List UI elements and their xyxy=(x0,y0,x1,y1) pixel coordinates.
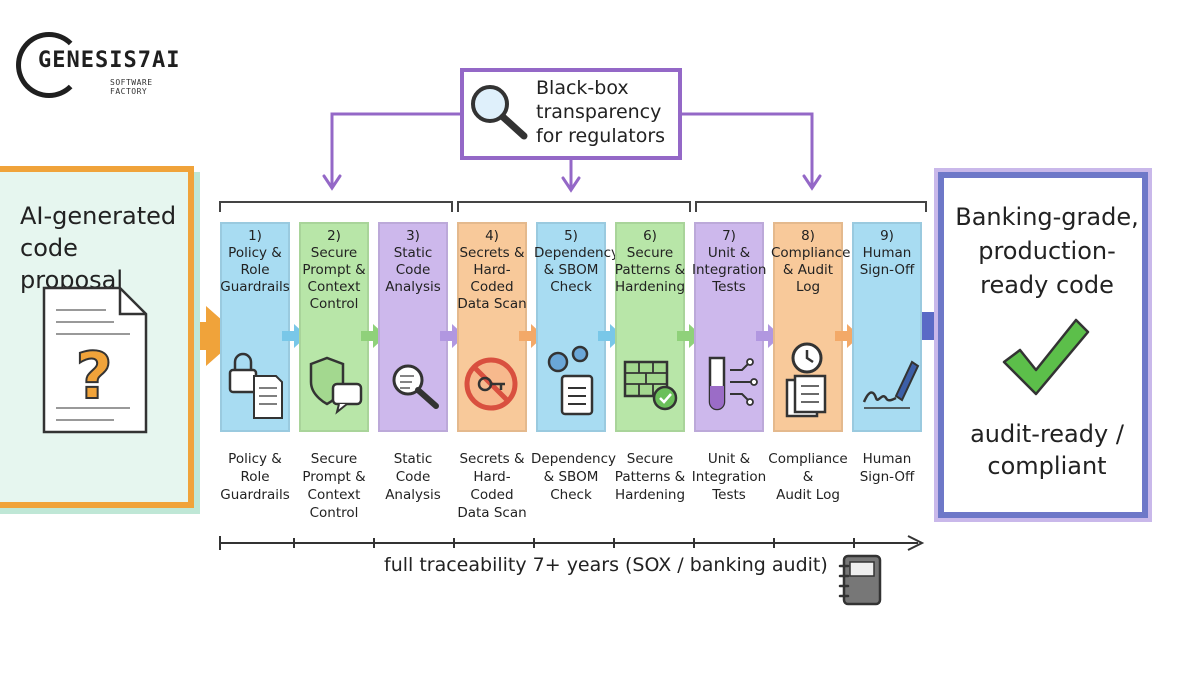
stage-title-2: 2) Secure Prompt & Context Control xyxy=(302,228,366,312)
stage-arrow-1 xyxy=(282,324,307,348)
no-key-icon xyxy=(464,357,518,411)
gears-clipboard-icon xyxy=(547,345,594,416)
stage-label-5: Dependency & SBOM Check xyxy=(531,451,616,503)
stage-arrow-6 xyxy=(677,324,702,348)
logo-ring xyxy=(16,32,82,98)
stage-label-4: Secrets & Hard-Coded Data Scan xyxy=(457,451,527,521)
logo: GENESIS7AI SOFTWARE FACTORY xyxy=(14,30,194,102)
pen-signature-icon xyxy=(862,360,920,409)
test-tube-circuit-icon xyxy=(708,356,758,411)
stage-arrow-7 xyxy=(756,324,781,348)
clock-documents-icon xyxy=(785,342,827,418)
arrow-head-right xyxy=(802,174,822,191)
arrow-head-center xyxy=(561,176,581,193)
output-title: Banking-grade, production-ready code xyxy=(955,203,1139,299)
stage-title-3: 3) Static Code Analysis xyxy=(385,228,441,295)
lock-document-icon xyxy=(228,352,283,419)
bracket-group-3 xyxy=(695,201,927,212)
output-box xyxy=(938,172,1148,518)
logo-name: GENESIS7AI xyxy=(36,48,183,73)
brick-wall-badge-icon xyxy=(623,360,678,411)
regulator-text: Black-box transparency for regulators xyxy=(536,77,666,147)
checkmark-icon xyxy=(1002,318,1090,396)
stage-label-8: Compliance & Audit Log xyxy=(768,451,848,503)
stage-card-3 xyxy=(378,222,448,432)
output-note: audit-ready / compliant xyxy=(970,420,1124,480)
stage-label-7: Unit & Integration Tests xyxy=(691,451,767,503)
shield-chat-icon xyxy=(309,356,363,415)
stage-arrow-5 xyxy=(598,324,623,348)
stage-title-6: 6) Secure Patterns & Hardening xyxy=(614,228,686,295)
question-document-icon: ? xyxy=(42,286,148,434)
logo-tagline: SOFTWARE FACTORY xyxy=(110,78,153,96)
timeline-ticks xyxy=(219,536,855,550)
timeline-arrow-head xyxy=(907,535,925,551)
traceability-text: full traceability 7+ years (SOX / bankin… xyxy=(384,554,828,576)
stage-title-9: 9) Human Sign-Off xyxy=(859,228,915,278)
stage-title-1: 1) Policy & Role Guardrails xyxy=(220,228,290,295)
stage-card-9 xyxy=(852,222,922,432)
arrow-head-left xyxy=(322,174,342,191)
magnifier-code-icon xyxy=(392,364,439,409)
svg-text:?: ? xyxy=(75,340,112,414)
stage-arrow-8 xyxy=(835,324,860,348)
stage-arrow-2 xyxy=(361,324,386,348)
regulator-branch-left xyxy=(330,112,462,188)
stage-label-2: Secure Prompt & Context Control xyxy=(302,451,366,521)
bracket-group-1 xyxy=(219,201,453,212)
stage-arrow-4 xyxy=(519,324,544,348)
stage-arrow-3 xyxy=(440,324,465,348)
stage-title-4: 4) Secrets & Hard-Coded Data Scan xyxy=(457,228,527,312)
notebook-icon xyxy=(838,554,882,606)
stage-title-5: 5) Dependency & SBOM Check xyxy=(534,228,619,295)
regulator-branch-right xyxy=(680,112,814,188)
bracket-group-2 xyxy=(457,201,691,212)
stage-label-1: Policy & Role Guardrails xyxy=(220,451,290,503)
stage-label-3: Static Code Analysis xyxy=(385,451,441,503)
stage-label-6: Secure Patterns & Hardening xyxy=(614,451,686,503)
stage-title-7: 7) Unit & Integration Tests xyxy=(692,228,767,295)
stage-label-9: Human Sign-Off xyxy=(859,451,915,485)
stage-title-8: 8) Compliance & Audit Log xyxy=(771,228,851,295)
stage-card-7 xyxy=(694,222,764,432)
magnifier-icon xyxy=(471,85,528,140)
